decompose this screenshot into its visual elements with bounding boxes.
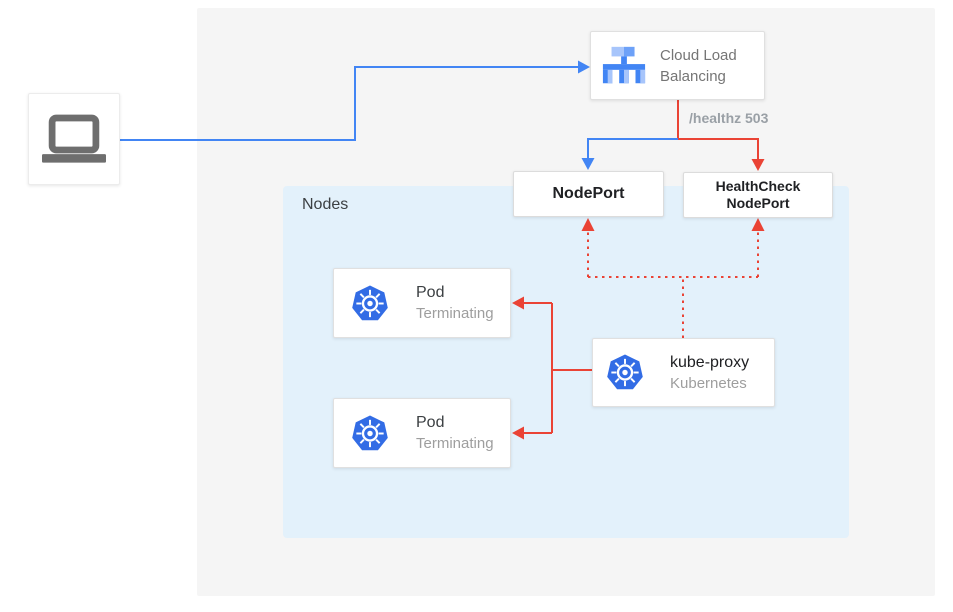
arrowhead-into-pod-2 xyxy=(512,426,524,440)
pod-status: Terminating xyxy=(416,305,494,322)
pod-status: Terminating xyxy=(416,435,494,452)
nodeport-label: NodePort xyxy=(552,185,625,202)
kube-proxy-to-nodeports-dotted-line xyxy=(587,232,759,338)
arrowhead-into-nodeport xyxy=(581,158,595,170)
nodeport-box: NodePort xyxy=(513,171,664,217)
kube-proxy-subtitle: Kubernetes xyxy=(670,374,747,392)
arrowhead-into-pod-1 xyxy=(512,296,524,310)
healthcheck-nodeport-label-line1: HealthCheck xyxy=(715,178,801,194)
kube-proxy-title: kube-proxy xyxy=(670,353,750,371)
pod-box-1: Pod Terminating xyxy=(333,268,511,338)
lb-to-healthcheck-nodeport-line xyxy=(677,100,759,160)
arrowhead-up-into-healthcheck-nodeport xyxy=(751,218,765,231)
arrowhead-into-healthcheck-nodeport xyxy=(751,159,765,171)
pod-title: Pod xyxy=(416,414,445,431)
lb-to-nodeport-line xyxy=(587,138,678,159)
healthcheck-nodeport-box: HealthCheck NodePort xyxy=(683,172,833,218)
healthcheck-nodeport-label-line2: NodePort xyxy=(726,195,790,211)
cloud-load-balancing-label: Cloud Load Balancing xyxy=(660,46,737,85)
pod-box-2: Pod Terminating xyxy=(333,398,511,468)
kubernetes-icon xyxy=(352,285,388,320)
kube-proxy-to-pods-line xyxy=(524,302,592,434)
healthz-status-label: /healthz 503 xyxy=(689,110,769,126)
client-box xyxy=(28,93,120,185)
cloud-load-balancing-icon xyxy=(602,46,646,83)
kubernetes-icon xyxy=(607,354,643,390)
arrowhead-into-lb xyxy=(578,60,590,74)
nodes-panel-label: Nodes xyxy=(302,196,349,213)
kube-proxy-box: kube-proxy Kubernetes xyxy=(592,338,775,407)
laptop-icon xyxy=(42,114,106,163)
pod-title: Pod xyxy=(416,284,445,301)
arrowhead-up-into-nodeport xyxy=(581,218,595,231)
client-to-lb-line xyxy=(120,66,578,141)
cloud-load-balancing-box: Cloud Load Balancing xyxy=(590,31,765,100)
kubernetes-icon xyxy=(352,415,388,450)
